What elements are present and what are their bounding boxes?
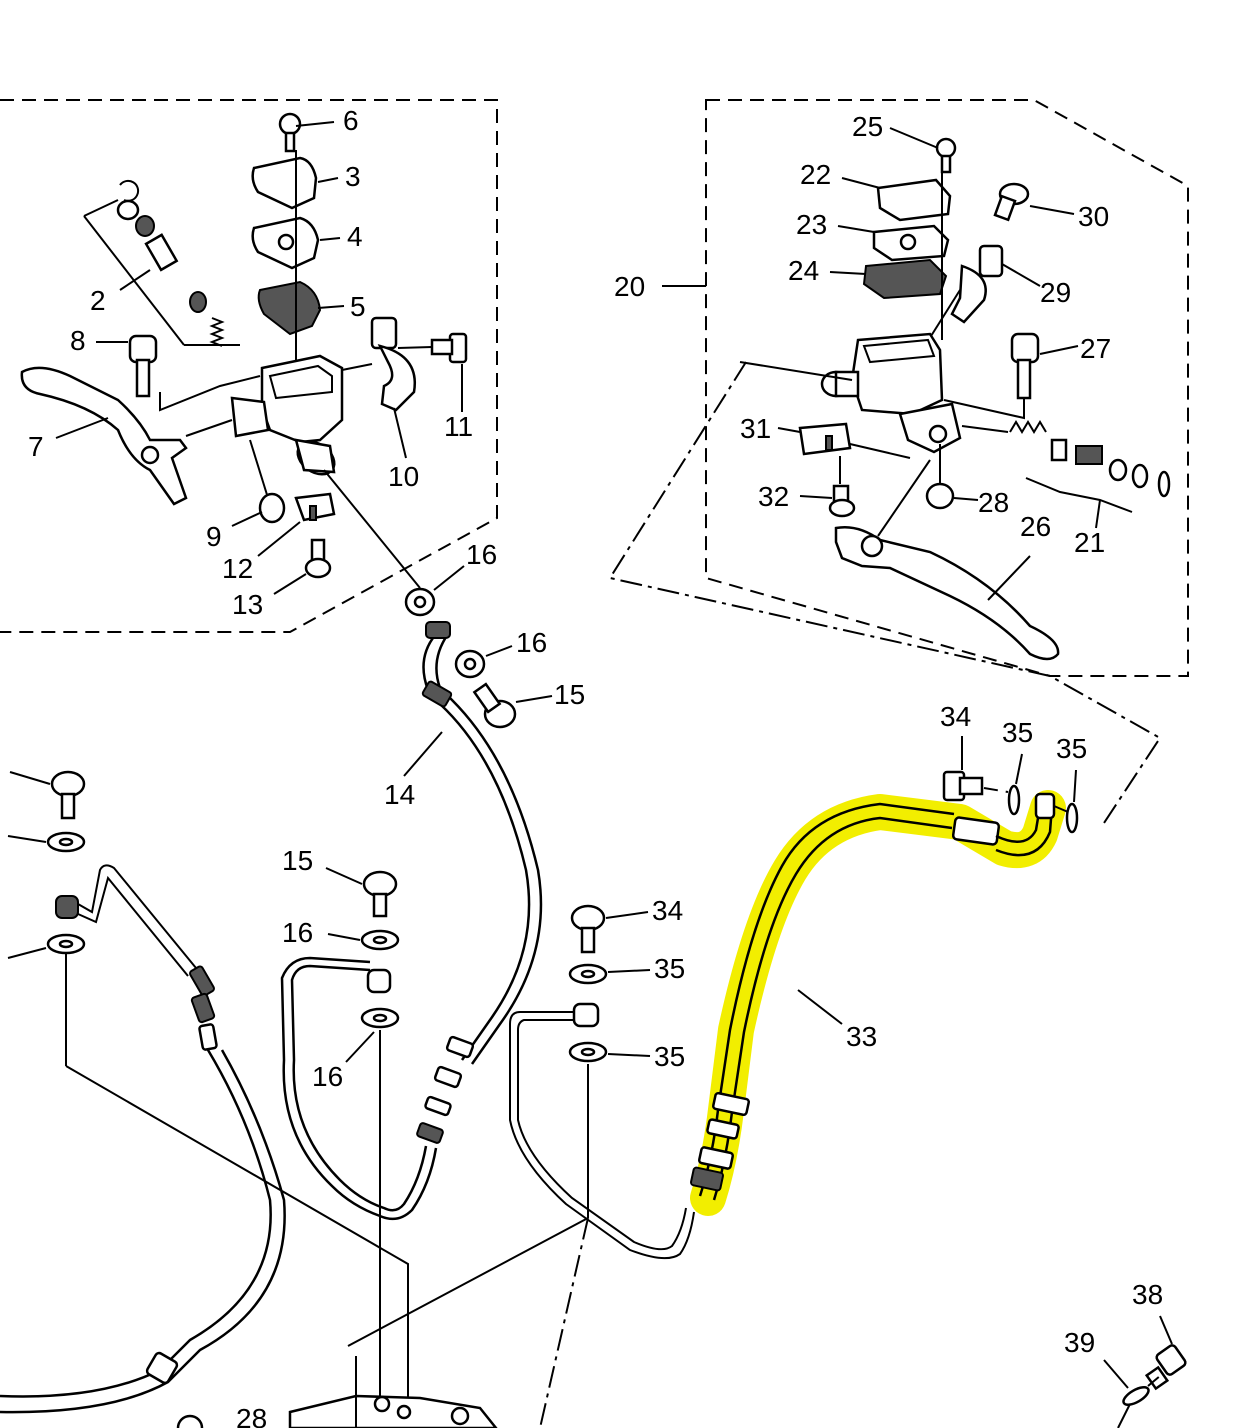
washer-16-upper [404,565,465,617]
label-14: 14 [384,779,415,810]
bolt-38 [1144,1315,1187,1391]
nut-9 [231,492,286,527]
label-22: 22 [800,159,831,190]
label-13: 13 [232,589,263,620]
bolt-30 [993,182,1075,222]
label-35-b: 35 [1056,733,1087,764]
washer-16-d [345,1007,400,1428]
label-2: 2 [90,285,106,316]
label-9: 9 [206,521,222,552]
label-4: 4 [347,221,363,252]
label-25: 25 [852,111,883,142]
label-31: 31 [740,413,771,444]
label-27: 27 [1080,333,1111,364]
diaphragm-plate-4 [251,216,341,270]
label-7: 7 [28,431,44,462]
brake-hose-14 [403,621,543,1065]
label-16-b: 16 [516,627,547,658]
banjo-bolt-left [9,770,86,820]
brake-lever-7 [20,366,188,506]
label-3: 3 [345,161,361,192]
diaphragm-5 [257,280,345,336]
label-33: 33 [846,1021,877,1052]
piston-kit-21 [961,420,1171,529]
label-5: 5 [350,291,366,322]
label-34-b: 34 [652,895,683,926]
brake-pipe-left [0,864,286,1414]
highlight-band [690,790,1066,1216]
reservoir-cap-22 [841,177,952,222]
washer-35-c [568,963,651,985]
label-23: 23 [796,209,827,240]
label-30: 30 [1078,201,1109,232]
label-29: 29 [1040,277,1071,308]
label-26: 26 [1020,511,1051,542]
label-12: 12 [222,553,253,584]
label-28-b: 28 [236,1403,267,1428]
right-lever-boundary [608,361,1162,827]
washer-16-mid [454,645,513,679]
right-assembly-boundary [705,99,1189,677]
piston-kit-2 [83,179,240,347]
label-28-a: 28 [978,487,1009,518]
brake-pipe-right [347,1011,695,1428]
nut-28 [925,444,979,510]
washer-left-a [7,831,86,853]
label-10: 10 [388,461,419,492]
brake-switch-31 [777,422,911,484]
pivot-bolt-8 [96,334,261,412]
caliper-fragment [176,1356,498,1428]
holder-29 [925,244,1041,345]
banjo-bolt-34-mid [570,904,649,954]
washer-39 [1103,1359,1161,1428]
screw-13 [273,538,332,595]
washer-35-d [568,1041,651,1218]
label-6: 6 [343,105,359,136]
label-21: 21 [1074,527,1105,558]
brake-lever-26 [834,459,1060,661]
callout-labels: 6 3 4 5 2 8 7 11 10 9 12 13 16 16 15 14 … [28,105,1163,1428]
label-34-a: 34 [940,701,971,732]
label-15-a: 15 [554,679,585,710]
label-39: 39 [1064,1327,1095,1358]
bolt-11 [397,332,468,412]
screw-6 [278,112,335,153]
plate-23 [837,224,950,262]
master-cylinder-body [185,354,421,589]
label-20: 20 [614,271,645,302]
washer-left-b [7,933,409,1428]
screw-32 [799,484,856,518]
label-24: 24 [788,255,819,286]
label-35-a: 35 [1002,717,1033,748]
banjo-bolt-15-mid [325,867,398,918]
banjo-bolt-34-top [942,736,1009,802]
holder-10 [370,316,417,459]
washer-16-c [327,929,400,951]
label-15-b: 15 [282,845,313,876]
brake-hose-33-highlighted [690,790,1066,1216]
diaphragm-24 [829,258,948,300]
banjo-bolt-15-upper [472,682,553,729]
label-16-a: 16 [466,539,497,570]
screw-25 [889,127,957,174]
label-8: 8 [70,325,86,356]
master-cylinder-body-right [739,332,962,454]
reservoir-cap-3 [251,156,339,210]
label-35-c: 35 [654,953,685,984]
label-38: 38 [1132,1279,1163,1310]
hose-14-lower-fitting [280,956,475,1221]
washer-35-b [1053,769,1079,834]
banjo-fitting-mid [366,968,392,994]
brake-switch-12 [257,492,336,557]
label-32: 32 [758,481,789,512]
washer-35-a [1007,753,1023,816]
label-16-c: 16 [282,917,313,948]
label-11: 11 [444,411,473,442]
banjo-fitting-right [572,1002,600,1028]
pivot-bolt-27 [943,332,1079,420]
label-16-d: 16 [312,1061,343,1092]
left-assembly-boundary [0,99,498,633]
label-35-d: 35 [654,1041,685,1072]
